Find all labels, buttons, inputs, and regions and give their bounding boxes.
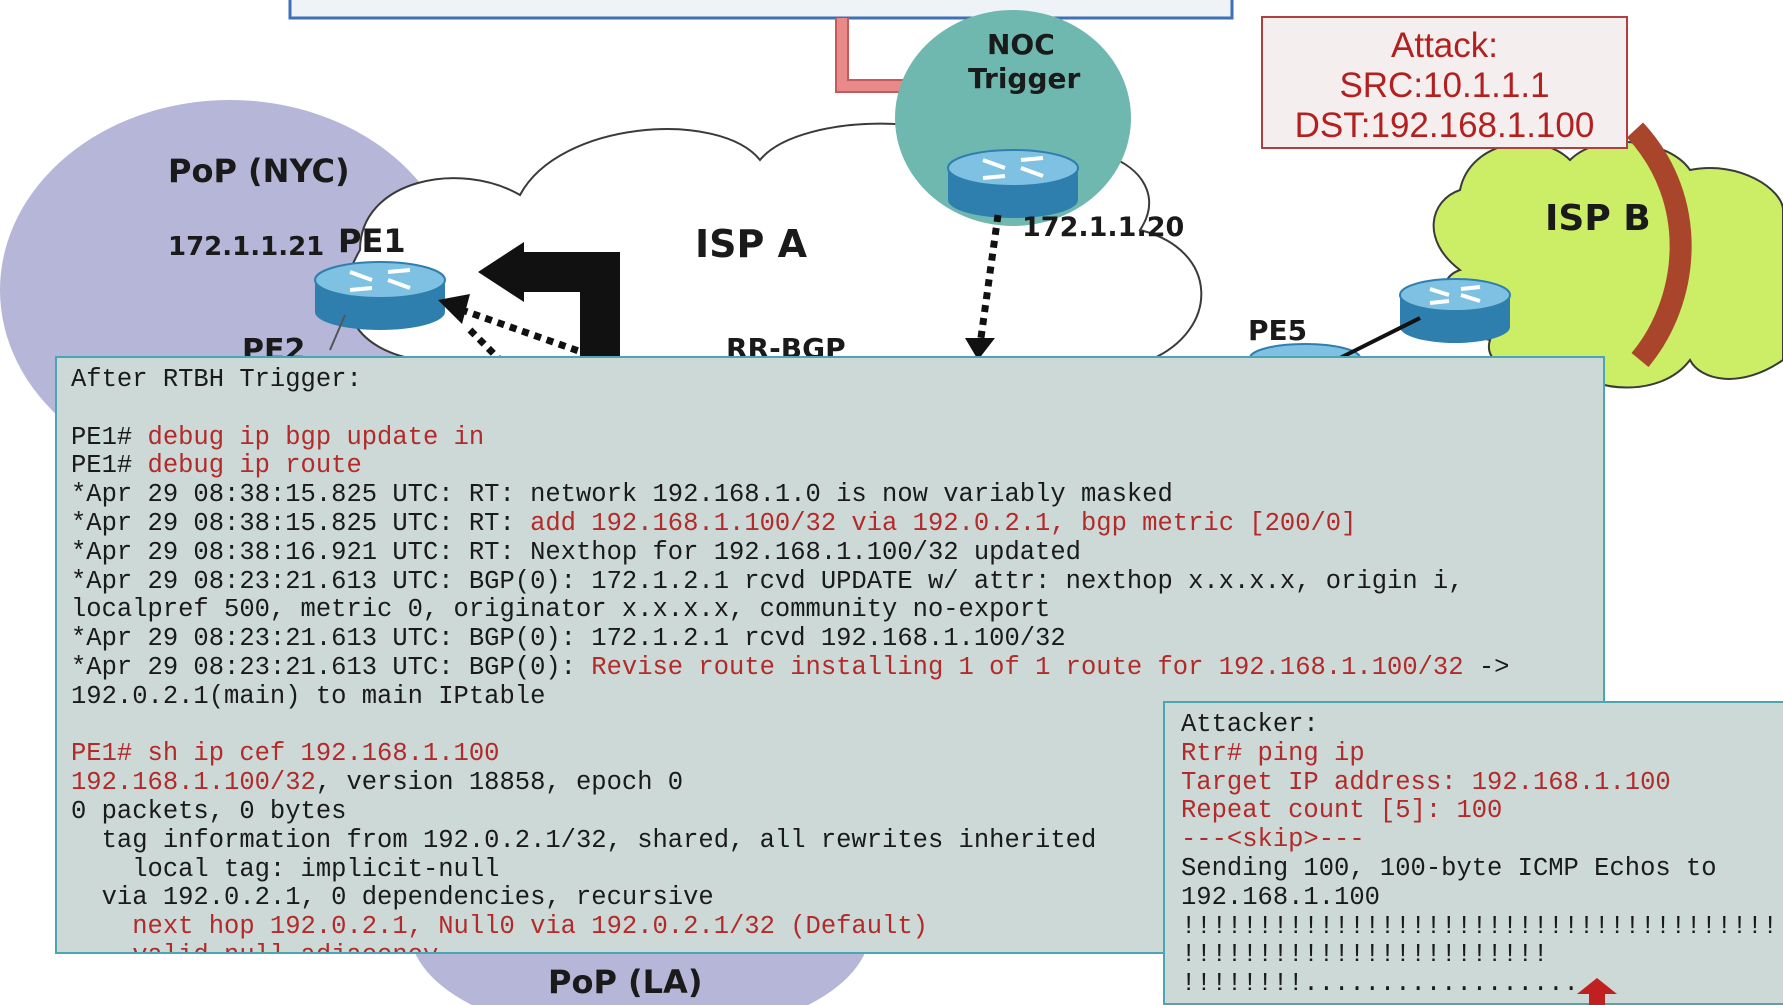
up-arrow-icon — [1577, 978, 1617, 1005]
isp-b-router — [1399, 278, 1511, 343]
terminal-text: Sending 100, 100-byte ICMP Echos to — [1181, 853, 1717, 883]
terminal-line: PE1# debug ip bgp update in — [71, 422, 1589, 453]
terminal-text: ---<skip>--- — [1181, 825, 1365, 855]
big-black-arrow — [520, 252, 620, 360]
noc-ip-label: 172.1.1.20 — [1022, 212, 1185, 243]
noc-arrow-head — [965, 338, 995, 360]
terminal-text: Revise route installing 1 of 1 route for… — [591, 652, 1464, 682]
terminal-text: !!!!!!!!!!!!!!!!!!!!!!!! — [1181, 940, 1549, 970]
noc-router — [947, 149, 1079, 218]
terminal-line: Repeat count [5]: 100 — [1181, 796, 1783, 826]
pop-la-label: PoP (LA) — [548, 963, 703, 1001]
terminal-text: After RTBH Trigger: — [71, 365, 362, 394]
terminal-line: Target IP address: 192.168.1.100 — [1181, 767, 1783, 798]
terminal-line — [71, 395, 1589, 424]
terminal-text: *Apr 29 08:23:21.613 UTC: BGP(0): 172.1.… — [71, 566, 1464, 596]
pe1-arrow-head — [438, 294, 470, 324]
pe1-dotted-arrow — [460, 306, 592, 359]
terminal-line: tag information from 192.0.2.1/32, share… — [71, 825, 1589, 856]
terminal-text: *Apr 29 08:38:15.825 UTC: RT: — [71, 508, 531, 538]
terminal-text: valid null adjacency — [71, 941, 438, 952]
terminal-text: PE1# — [71, 422, 148, 452]
terminal-text: via 192.0.2.1, 0 dependencies, recursive — [71, 883, 714, 913]
terminal-line: After RTBH Trigger: — [71, 365, 1589, 395]
terminal-text: add 192.168.1.100/32 via 192.0.2.1, bgp … — [530, 508, 1357, 538]
terminal-text: Rtr# ping ip — [1181, 738, 1365, 768]
terminal-line: Attacker: — [1181, 710, 1783, 740]
trigger-label: Trigger — [968, 62, 1081, 95]
terminal-text: PE1# — [71, 451, 148, 481]
terminal-text: *Apr 29 08:23:21.613 UTC: BGP(0): — [71, 652, 592, 682]
terminal-line: PE1# debug ip route — [71, 451, 1589, 481]
terminal-text: 192.168.1.100 — [1181, 882, 1380, 912]
terminal-text: Target IP address: 192.168.1.100 — [1181, 767, 1671, 797]
attack-title: Attack: — [1391, 26, 1498, 65]
pop-nyc-label: PoP (NYC) — [168, 152, 350, 190]
terminal-text: -> — [1463, 652, 1510, 682]
terminal-text: , version 18858, epoch 0 — [315, 768, 684, 798]
terminal-line: 0 packets, 0 bytes — [71, 796, 1589, 827]
callout-arrow — [835, 18, 920, 93]
terminal-line: local tag: implicit-null — [71, 854, 1589, 885]
terminal-text: 0 packets, 0 bytes — [71, 796, 347, 826]
terminal-text: !!!!!!!!!!!!!!!!!!!!!!!!!!!!!!!!!!!!!!!! — [1181, 911, 1783, 941]
isp-b-cloud — [1432, 140, 1783, 389]
terminal-line: PE1# sh ip cef 192.168.1.100 — [71, 739, 1589, 769]
attack-info-box: Attack: SRC:10.1.1.1 DST:192.168.1.100 — [1261, 16, 1628, 149]
pe1-label: PE1 — [338, 222, 406, 260]
terminal-line: 192.168.1.100 — [1181, 882, 1783, 913]
terminal-line: *Apr 29 08:38:16.921 UTC: RT: Nexthop fo… — [71, 537, 1589, 568]
pe5-label: PE5 — [1248, 314, 1308, 347]
isp-a-label: ISP A — [695, 222, 807, 266]
terminal-line: *Apr 29 08:23:21.613 UTC: BGP(0): 172.1.… — [71, 624, 1589, 654]
terminal-text: local tag: implicit-null — [71, 854, 500, 884]
terminal-line: !!!!!!!!!!!!!!!!!!!!!!!! — [1181, 940, 1783, 970]
terminal-text: PE1# sh ip cef 192.168.1.100 — [71, 739, 500, 769]
terminal-text: Attacker: — [1181, 710, 1319, 739]
terminal-text: 192.168.1.100/32 — [71, 768, 316, 798]
terminal-line: *Apr 29 08:38:15.825 UTC: RT: add 192.16… — [71, 508, 1589, 539]
pe1-router — [314, 261, 446, 330]
terminal-text: localpref 500, metric 0, originator x.x.… — [71, 595, 1051, 625]
terminal-text: 192.0.2.1(main) to main IPtable — [71, 681, 546, 711]
callout-arrow-outline — [835, 18, 920, 93]
pe1-pe2-link — [329, 314, 346, 351]
terminal-text: Repeat count [5]: 100 — [1181, 796, 1503, 826]
terminal-text: next hop 192.0.2.1, Null0 via 192.0.2.1/… — [71, 912, 928, 942]
noc-label: NOC — [987, 28, 1055, 61]
terminal-text: debug ip route — [147, 451, 362, 481]
terminal-line: Rtr# ping ip — [1181, 738, 1783, 769]
terminal-line: ---<skip>--- — [1181, 825, 1783, 855]
terminal-line: Sending 100, 100-byte ICMP Echos to — [1181, 853, 1783, 884]
terminal-text: !!!!!!!!.................. — [1181, 969, 1579, 999]
terminal-text: *Apr 29 08:23:21.613 UTC: BGP(0): 172.1.… — [71, 624, 1066, 654]
terminal-text: *Apr 29 08:38:15.825 UTC: RT: network 19… — [71, 480, 1173, 510]
attack-path — [1626, 122, 1692, 368]
terminal-line: 192.168.1.100/32, version 18858, epoch 0 — [71, 768, 1589, 798]
attack-src: SRC:10.1.1.1 — [1339, 66, 1550, 105]
isp-b-label: ISP B — [1545, 198, 1651, 239]
terminal-text: tag information from 192.0.2.1/32, share… — [71, 825, 1097, 855]
terminal-line: !!!!!!!!.................. — [1181, 969, 1783, 999]
rtbh-debug-output: After RTBH Trigger: PE1# debug ip bgp upd… — [55, 356, 1605, 954]
attack-dst: DST:192.168.1.100 — [1294, 106, 1595, 145]
terminal-line: *Apr 29 08:23:21.613 UTC: BGP(0): Revise… — [71, 652, 1589, 683]
terminal-line: next hop 192.0.2.1, Null0 via 192.0.2.1/… — [71, 912, 1589, 942]
terminal-line: via 192.0.2.1, 0 dependencies, recursive — [71, 883, 1589, 913]
terminal-line: !!!!!!!!!!!!!!!!!!!!!!!!!!!!!!!!!!!!!!!! — [1181, 911, 1783, 942]
terminal-text: debug ip bgp update in — [147, 422, 485, 452]
terminal-line: 192.0.2.1(main) to main IPtable — [71, 681, 1589, 712]
terminal-line: *Apr 29 08:38:15.825 UTC: RT: network 19… — [71, 480, 1589, 510]
terminal-line: *Apr 29 08:23:21.613 UTC: BGP(0): 172.1.… — [71, 566, 1589, 597]
terminal-line: valid null adjacency — [71, 941, 1589, 952]
terminal-text: *Apr 29 08:38:16.921 UTC: RT: Nexthop fo… — [71, 537, 1081, 567]
pe1-ip-label: 172.1.1.21 — [168, 232, 325, 262]
pe5-isp-b-link — [1339, 316, 1421, 360]
top-callout-box — [288, 0, 1234, 20]
terminal-line: localpref 500, metric 0, originator x.x.… — [71, 595, 1589, 625]
noc-dotted-arrow — [976, 214, 1002, 346]
big-arrow-head — [478, 242, 524, 302]
